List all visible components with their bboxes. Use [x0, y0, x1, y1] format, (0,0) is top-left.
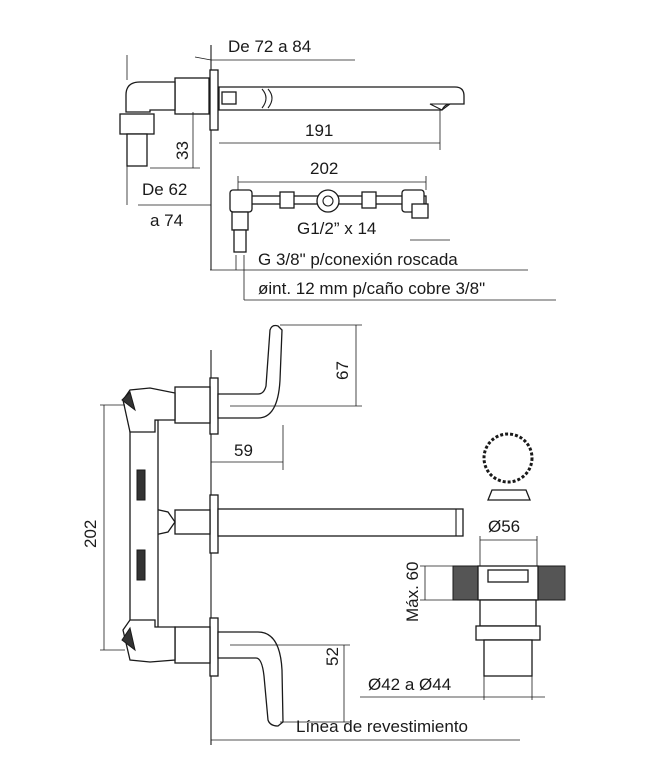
dim-rough-in-width: 202 [310, 159, 338, 178]
dim-drain-top: Ø56 [488, 517, 520, 536]
connection-label: G 3/8" p/conexión roscada [258, 250, 458, 269]
dim-handle-top: 67 [333, 361, 352, 380]
dim-spout-length: 191 [305, 121, 333, 140]
dim-depth-range: De 72 a 84 [228, 37, 311, 56]
front-view: 67 59 202 52 Línea de revestimiento [81, 324, 520, 745]
thread-label: G1/2” x 14 [297, 219, 376, 238]
dim-total-height: 202 [81, 520, 100, 548]
dim-offset-a: De 62 [142, 180, 187, 199]
dim-offset-b: a 74 [150, 211, 183, 230]
dim-height-33: 33 [173, 141, 192, 160]
drain-view: Ø56 Máx. 60 Ø42 a Ø44 [360, 432, 566, 700]
pipe-label: øint. 12 mm p/caño cobre 3/8" [258, 279, 485, 298]
dim-drain-bottom: Ø42 a Ø44 [368, 675, 451, 694]
dim-handle-bottom: 52 [323, 647, 342, 666]
dim-handle-reach: 59 [234, 441, 253, 460]
side-profile-view: De 72 a 84 191 33 De 62 a 74 [119, 37, 465, 270]
wall-line-label: Línea de revestimiento [296, 717, 468, 736]
rough-in-view: 202 G1/2” x 14 G 3/8" p/conexión roscada… [210, 159, 556, 301]
dim-drain-max: Máx. 60 [403, 562, 422, 622]
